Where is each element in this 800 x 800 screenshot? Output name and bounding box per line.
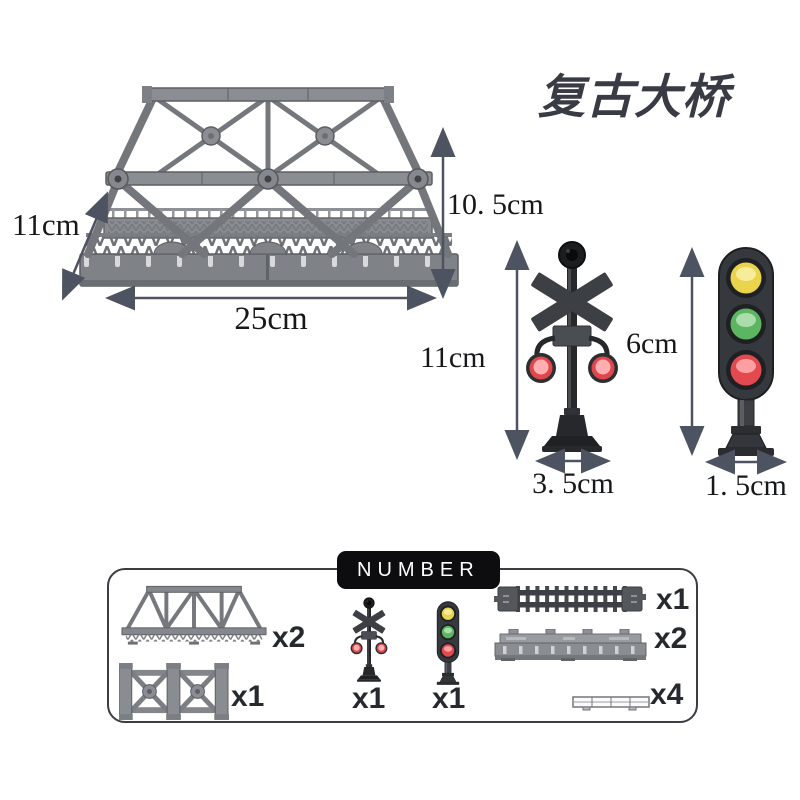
part-traffic-light bbox=[432, 600, 464, 685]
part-straight-track bbox=[494, 582, 646, 616]
crossing-signal-render bbox=[522, 240, 622, 460]
part-crossing-signal bbox=[349, 597, 389, 685]
qty-traffic-light: x1 bbox=[432, 682, 466, 715]
bridge-render bbox=[79, 86, 459, 287]
qty-bridge-truss-side: x2 bbox=[272, 621, 306, 654]
qty-straight-track: x1 bbox=[656, 583, 690, 616]
light-width-label: 1. 5cm bbox=[705, 469, 787, 502]
signal-width-label: 3. 5cm bbox=[532, 467, 614, 500]
qty-guardrail: x4 bbox=[650, 678, 684, 711]
bridge-width-label: 25cm bbox=[234, 301, 308, 337]
qty-bridge-deck-girder: x2 bbox=[654, 622, 688, 655]
part-bridge-deck-girder bbox=[493, 629, 648, 661]
qty-crossing-signal: x1 bbox=[352, 682, 386, 715]
qty-cross-brace-frame: x1 bbox=[231, 680, 265, 713]
signal-height-label: 11cm bbox=[420, 341, 486, 374]
bridge-depth-label: 11cm bbox=[12, 207, 80, 242]
bridge-height-label: 10. 5cm bbox=[447, 188, 544, 221]
parts-box-header: NUMBER bbox=[337, 551, 500, 589]
light-height-label: 6cm bbox=[626, 327, 678, 360]
part-bridge-truss-side bbox=[120, 584, 268, 646]
part-guardrail bbox=[571, 694, 651, 714]
page-title: 复古大桥 bbox=[538, 70, 730, 123]
part-cross-brace-frame bbox=[119, 662, 229, 721]
traffic-light-render bbox=[706, 244, 786, 456]
